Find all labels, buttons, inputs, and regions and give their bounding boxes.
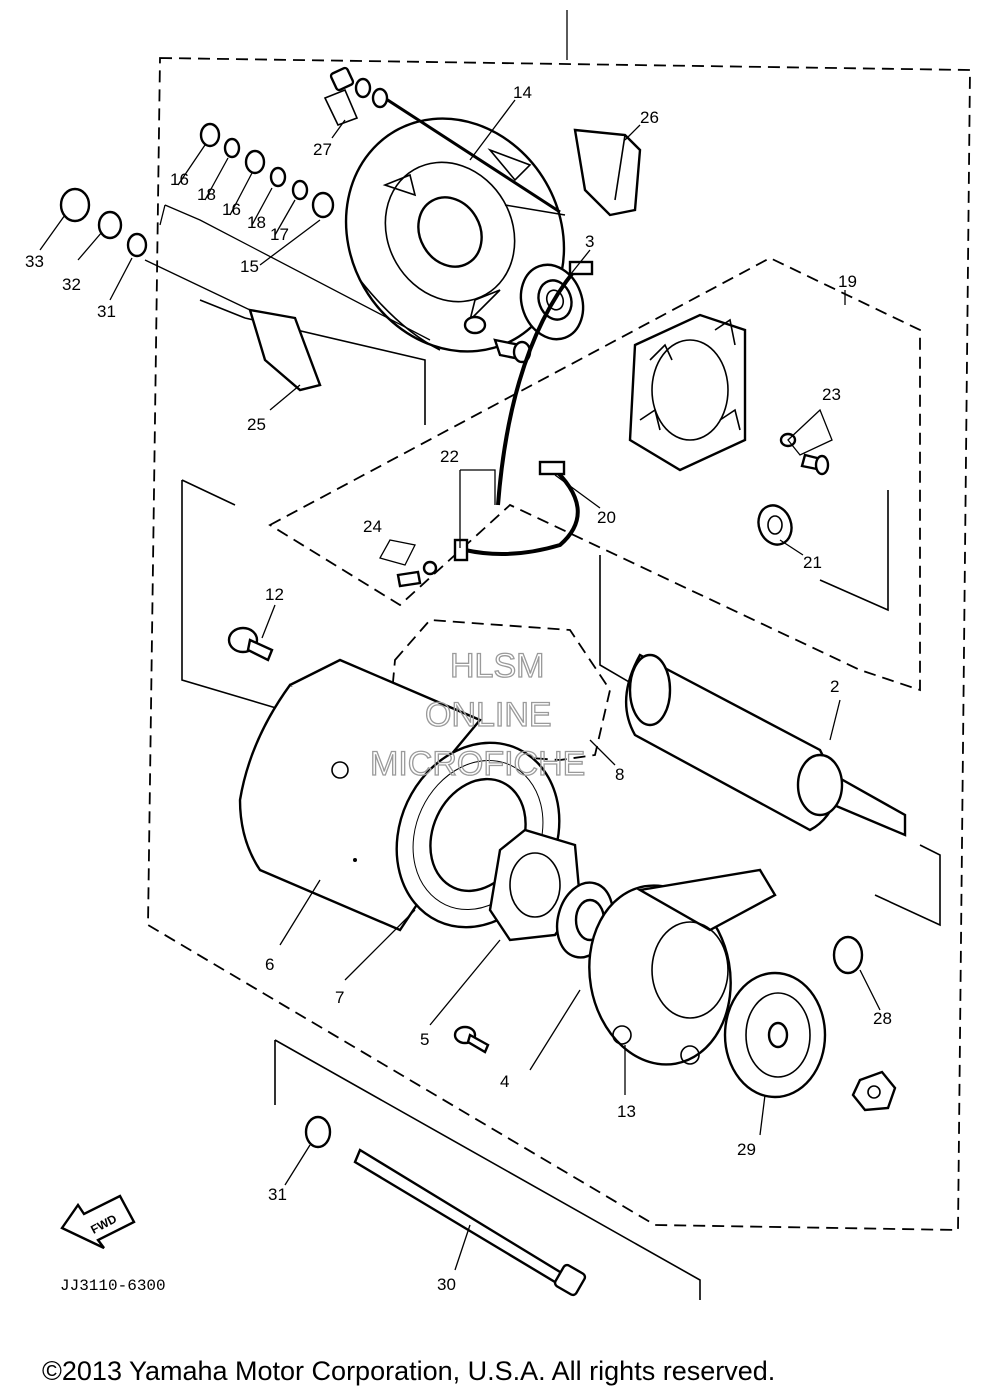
callout-18a: 18: [197, 185, 216, 204]
diagram-code: JJ3110-6300: [60, 1277, 166, 1295]
callout-3: 3: [585, 232, 594, 251]
brush-holder-subassembly-boundary: [268, 256, 921, 692]
callout-13: 13: [617, 1102, 636, 1121]
copyright-notice: ©2013 Yamaha Motor Corporation, U.S.A. A…: [42, 1356, 775, 1386]
callout-24: 24: [363, 517, 382, 536]
callout-19: 19: [838, 272, 857, 291]
callout-21: 21: [803, 553, 822, 572]
callout-labels: 2 3 4 5 6 7 8 12 13 14 15 16 18 16 18 17…: [25, 83, 892, 1294]
callout-18b: 18: [247, 213, 266, 232]
callout-17: 17: [270, 225, 289, 244]
brush-top: [573, 128, 642, 217]
callout-14: 14: [513, 83, 532, 102]
callout-7: 7: [335, 988, 344, 1007]
collar: [832, 935, 864, 975]
callout-16a: 16: [170, 170, 189, 189]
callout-4: 4: [500, 1072, 509, 1091]
callout-2: 2: [830, 677, 839, 696]
front-cover: [588, 868, 777, 1066]
outer-assembly-boundary: [147, 57, 971, 1231]
watermark-line2: ONLINE: [425, 696, 552, 734]
callout-29: 29: [737, 1140, 756, 1159]
brush-plate-box: [819, 490, 889, 612]
long-through-bolt: [353, 1148, 587, 1297]
washer-lower: [304, 1115, 332, 1149]
brush-holder-plate: [628, 313, 747, 472]
callout-28: 28: [873, 1009, 892, 1028]
callout-32: 32: [62, 275, 81, 294]
brush-plate-screws: [396, 432, 830, 588]
gasket-screw: [453, 1025, 490, 1054]
armature-shaft-box: [874, 844, 941, 927]
callout-23: 23: [822, 385, 841, 404]
front-cover-box: [199, 299, 426, 425]
forward-direction-arrow: FWD: [60, 1194, 136, 1250]
pulley-nut: [851, 1070, 897, 1112]
terminal-screw: [227, 626, 274, 662]
bushing: [757, 504, 793, 546]
brush-left: [144, 259, 322, 392]
callout-27: 27: [313, 140, 332, 159]
callout-22: 22: [440, 447, 459, 466]
pulley: [723, 971, 827, 1099]
callout-12: 12: [265, 585, 284, 604]
lower-bolt-box: [274, 1039, 701, 1300]
callout-leaders: [39, 99, 881, 1271]
armature: [625, 653, 907, 837]
callout-26: 26: [640, 108, 659, 127]
callout-5: 5: [420, 1030, 429, 1049]
callout-15: 15: [240, 257, 259, 276]
callout-25: 25: [247, 415, 266, 434]
callout-16b: 16: [222, 200, 241, 219]
watermark-line1: HLSM: [450, 647, 544, 685]
watermark-line3: MICROFICHE: [370, 745, 585, 783]
callout-31a: 31: [97, 302, 116, 321]
yoke-housing: [238, 658, 482, 932]
brush-set-subassembly-boundary: [389, 619, 611, 761]
watermark: HLSM ONLINE MICROFICHE: [369, 646, 586, 783]
callout-30: 30: [437, 1275, 456, 1294]
rear-cover: [344, 93, 566, 353]
through-bolt-and-washers: [323, 66, 389, 127]
small-washers-and-nuts: [59, 122, 431, 341]
callout-20: 20: [597, 508, 616, 527]
callout-33: 33: [25, 252, 44, 271]
callout-6: 6: [265, 955, 274, 974]
callout-8: 8: [615, 765, 624, 784]
callout-31b: 31: [268, 1185, 287, 1204]
